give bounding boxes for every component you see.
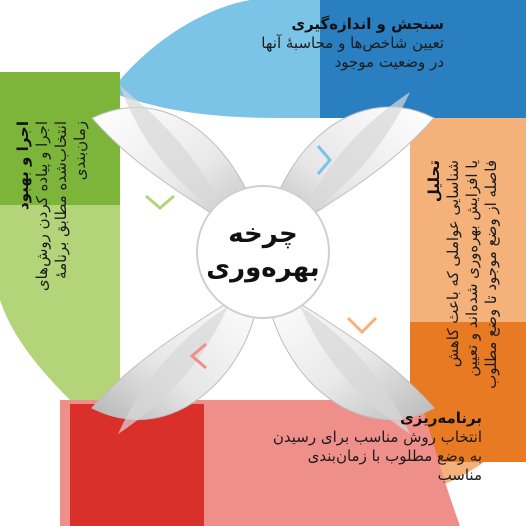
center-title: چرخه بهره‌وری	[193, 217, 333, 285]
chevron-bottom-icon	[189, 342, 207, 370]
stage-bottom-text: برنامه‌ریزی انتخاب روش مناسب برای رسیدن …	[256, 408, 482, 485]
chevron-top-icon	[316, 145, 332, 175]
stage-bottom-desc-line3: مناسب	[437, 466, 482, 484]
center-title-line2: بهره‌وری	[206, 253, 320, 283]
stage-bottom-desc-line2: به وضع مطلوب با زمان‌بندی	[307, 447, 482, 465]
stage-bottom-panel	[60, 400, 460, 526]
chevron-left-icon	[145, 194, 175, 210]
center-title-line1: چرخه	[228, 219, 298, 249]
stage-left-title: اجرا و بهبود	[14, 121, 32, 210]
stage-right-desc-line3: فاصله از وضع موجود تا وضع مطلوب	[482, 160, 500, 389]
stage-left-desc-line2: انتخاب‌شده مطابق برنامهٔ	[52, 121, 70, 279]
stage-left-desc-line1: اجرا و پیاده کردن روش‌های	[33, 121, 51, 292]
stage-top-panel	[110, 0, 526, 118]
stage-bottom-title: برنامه‌ریزی	[400, 409, 482, 427]
center-circle	[196, 185, 330, 319]
stage-top-title: سنجش و اندازه‌گیری	[291, 15, 444, 33]
stage-left-panel	[0, 72, 120, 400]
stage-left-text: اجرا و بهبود اجرا و پیاده کردن روش‌های ا…	[13, 121, 113, 375]
stage-left-desc-line3: زمان‌بندی	[71, 121, 89, 181]
stage-top-desc-line2: در وضعیت موجود	[334, 53, 444, 71]
stage-top-text: سنجش و اندازه‌گیری تعیین شاخص‌ها و محاسب…	[232, 14, 444, 72]
chevron-right-icon	[346, 316, 378, 335]
stage-top-desc-line1: تعیین شاخص‌ها و محاسبهٔ آنها	[261, 34, 444, 52]
stage-bottom-desc-line1: انتخاب روش مناسب برای رسیدن	[272, 428, 482, 446]
